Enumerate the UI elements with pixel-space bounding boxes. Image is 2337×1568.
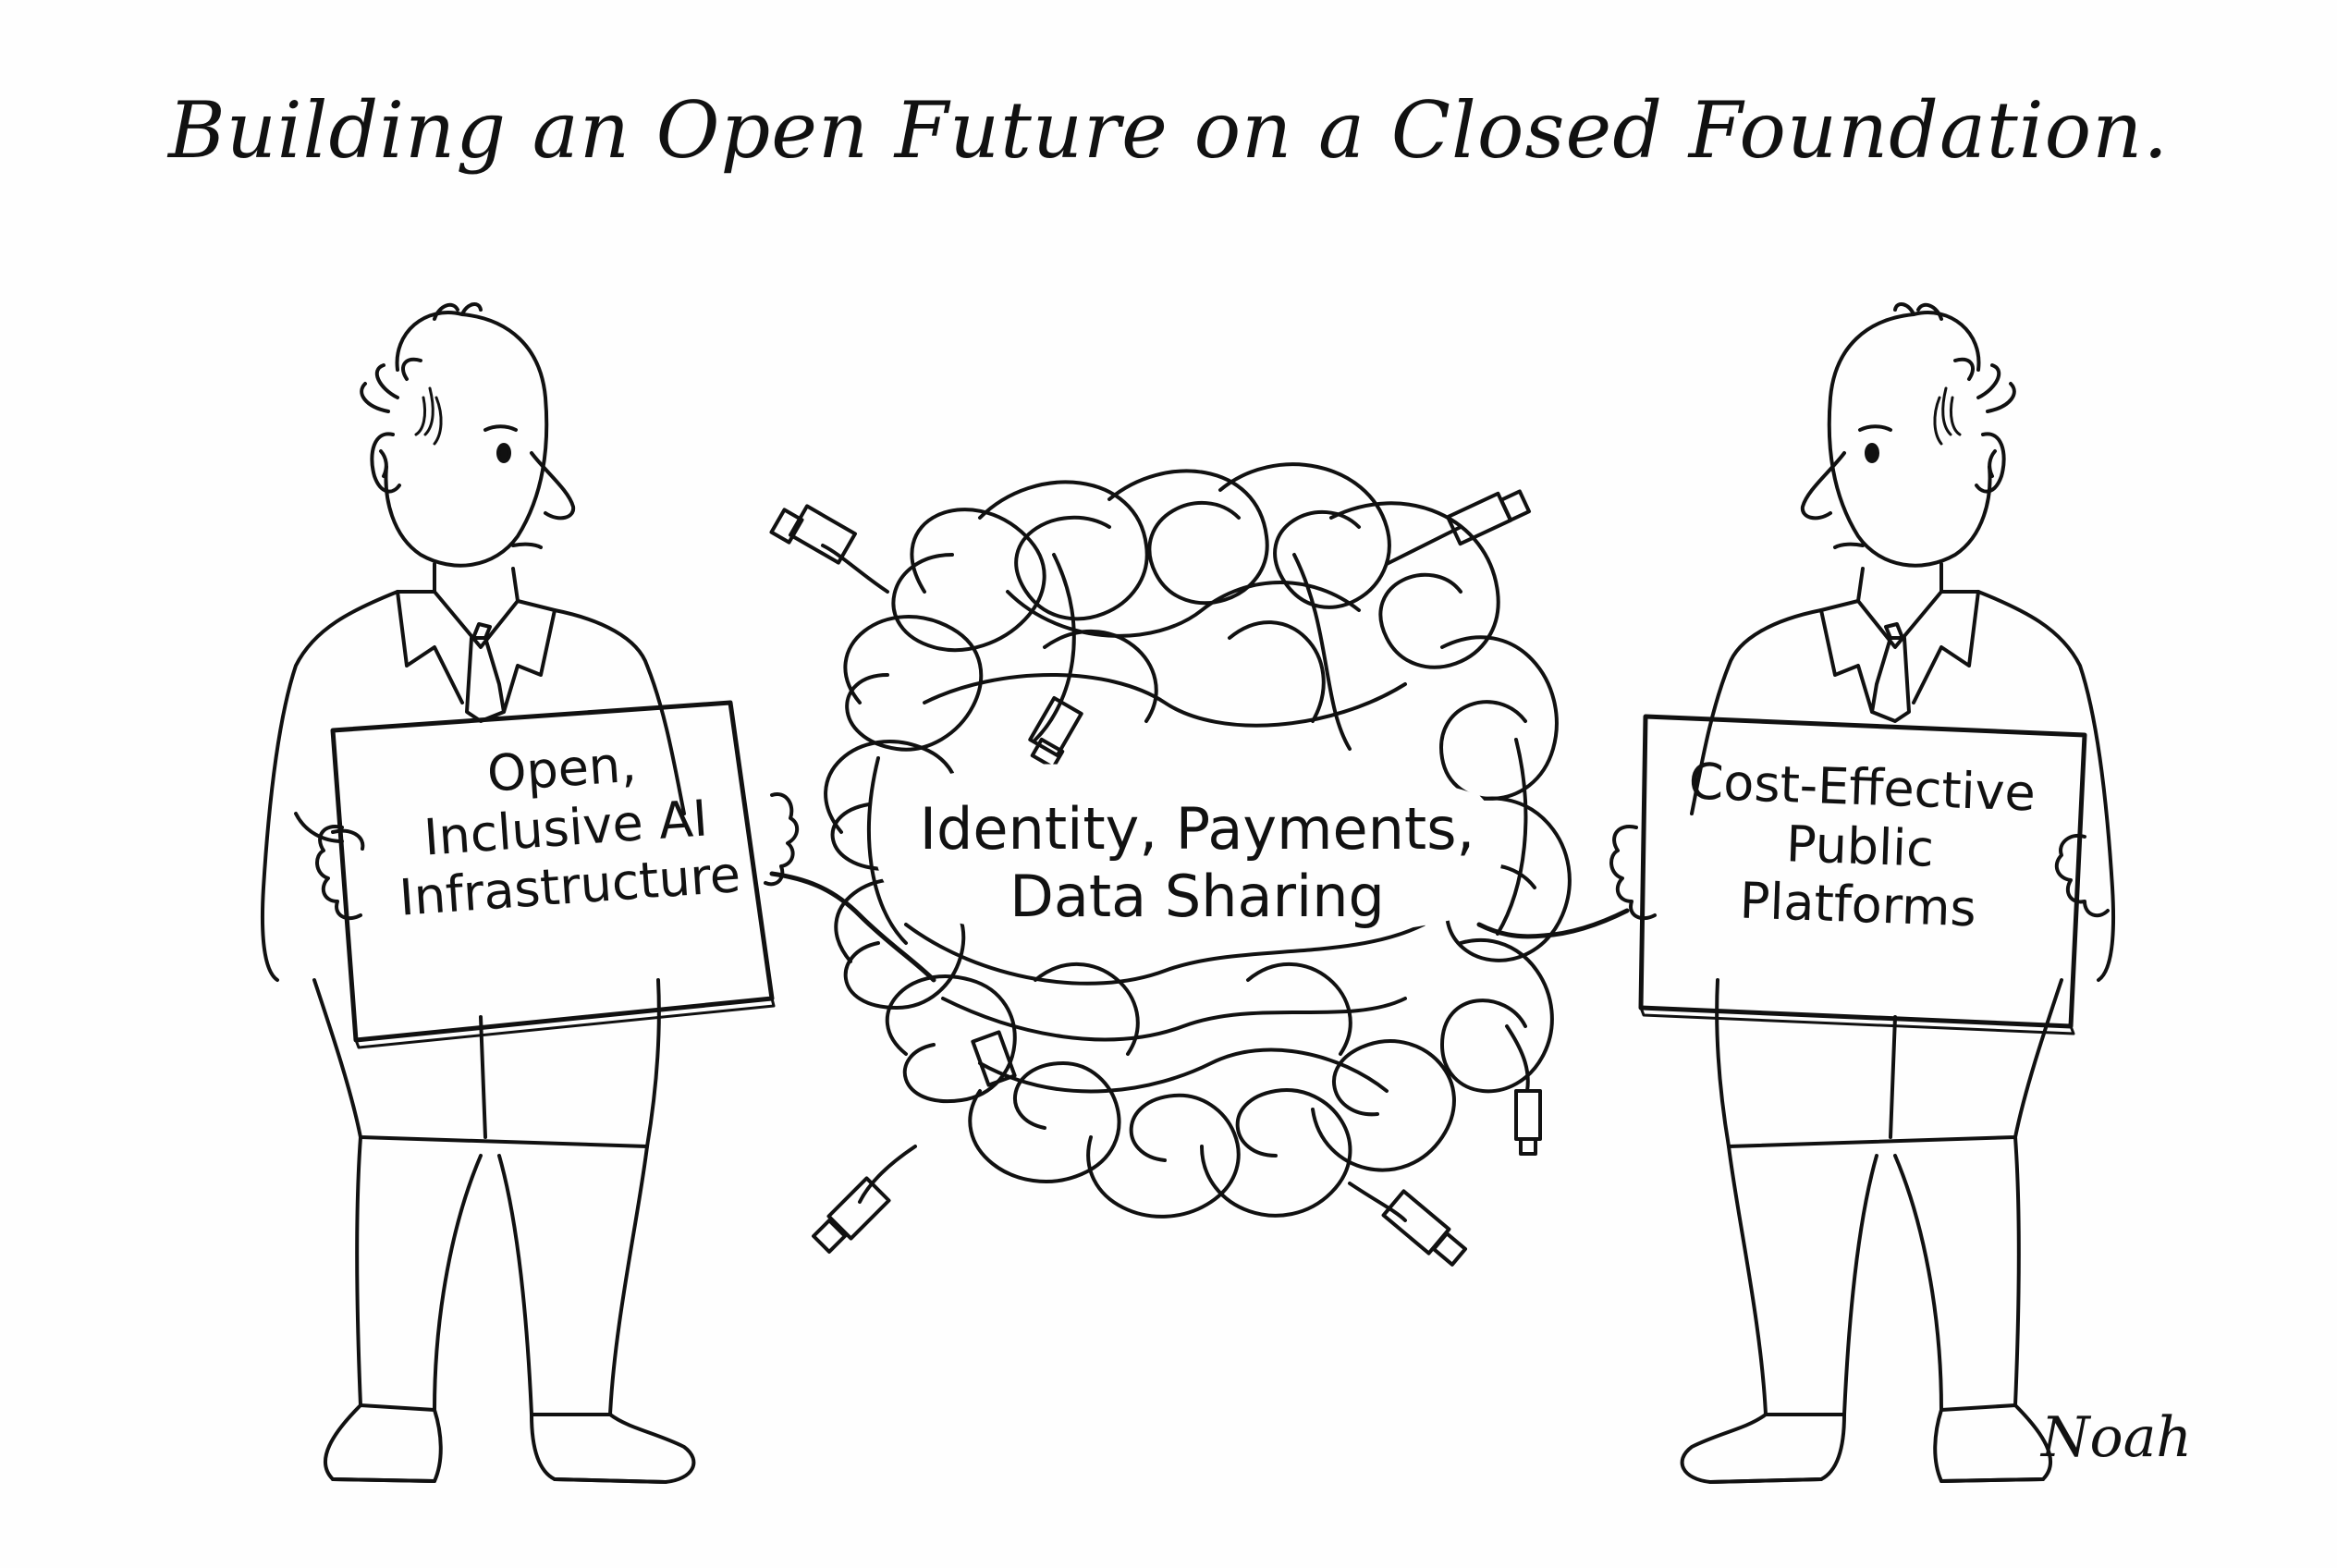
center-cable-label: Identity, Payments, Data Sharing	[919, 795, 1475, 931]
right-sign-text: Cost-Effective Public Platforms	[1687, 752, 2037, 938]
left-sign-board	[333, 703, 774, 1047]
cable-plugs	[771, 491, 1540, 1264]
left-man-figure	[263, 304, 934, 1482]
artist-signature: Noah	[2041, 1405, 2193, 1470]
right-sign-board	[1641, 717, 2085, 1034]
cartoon-title: Building an Open Future on a Closed Foun…	[167, 85, 2170, 176]
center-label-area	[875, 760, 1503, 939]
left-sign-text: Open, Inclusive AI Infrastructure	[397, 734, 742, 928]
